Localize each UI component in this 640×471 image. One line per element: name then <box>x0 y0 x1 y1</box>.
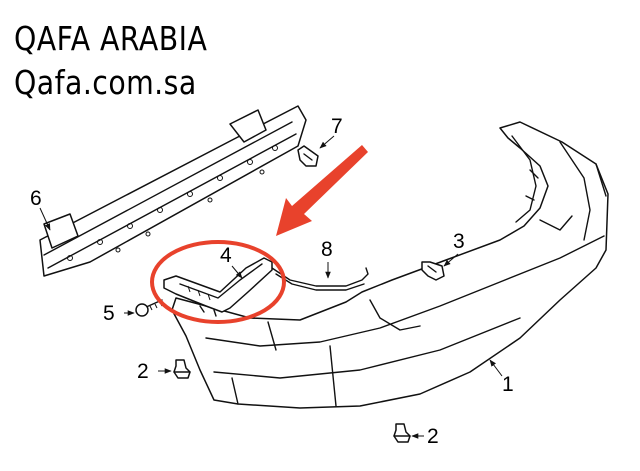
bolt-icon <box>297 145 319 167</box>
callout-2-left: 2 <box>137 360 149 383</box>
red-highlight-ellipse <box>150 240 286 324</box>
bumper-cover <box>171 121 609 409</box>
bumper-strip <box>271 267 369 291</box>
callout-7: 7 <box>331 115 343 138</box>
callout-5: 5 <box>103 302 115 325</box>
callout-8: 8 <box>321 238 333 261</box>
brand-name: QAFA ARABIA <box>14 19 208 58</box>
brand-site: Qafa.com.sa <box>14 63 197 102</box>
side-bracket <box>163 257 273 317</box>
callout-3: 3 <box>453 230 465 253</box>
callout-2-bottom: 2 <box>427 425 439 448</box>
callout-6: 6 <box>30 187 42 210</box>
callout-4: 4 <box>220 244 232 267</box>
bolt-icon <box>421 261 445 281</box>
reinforcement-beam <box>39 105 307 277</box>
leader-lines <box>39 135 503 439</box>
clip-icon <box>173 359 191 379</box>
screw-icon <box>135 299 163 317</box>
clip-icon <box>393 423 411 443</box>
callout-1: 1 <box>502 373 514 396</box>
red-pointer-arrow <box>276 145 368 236</box>
